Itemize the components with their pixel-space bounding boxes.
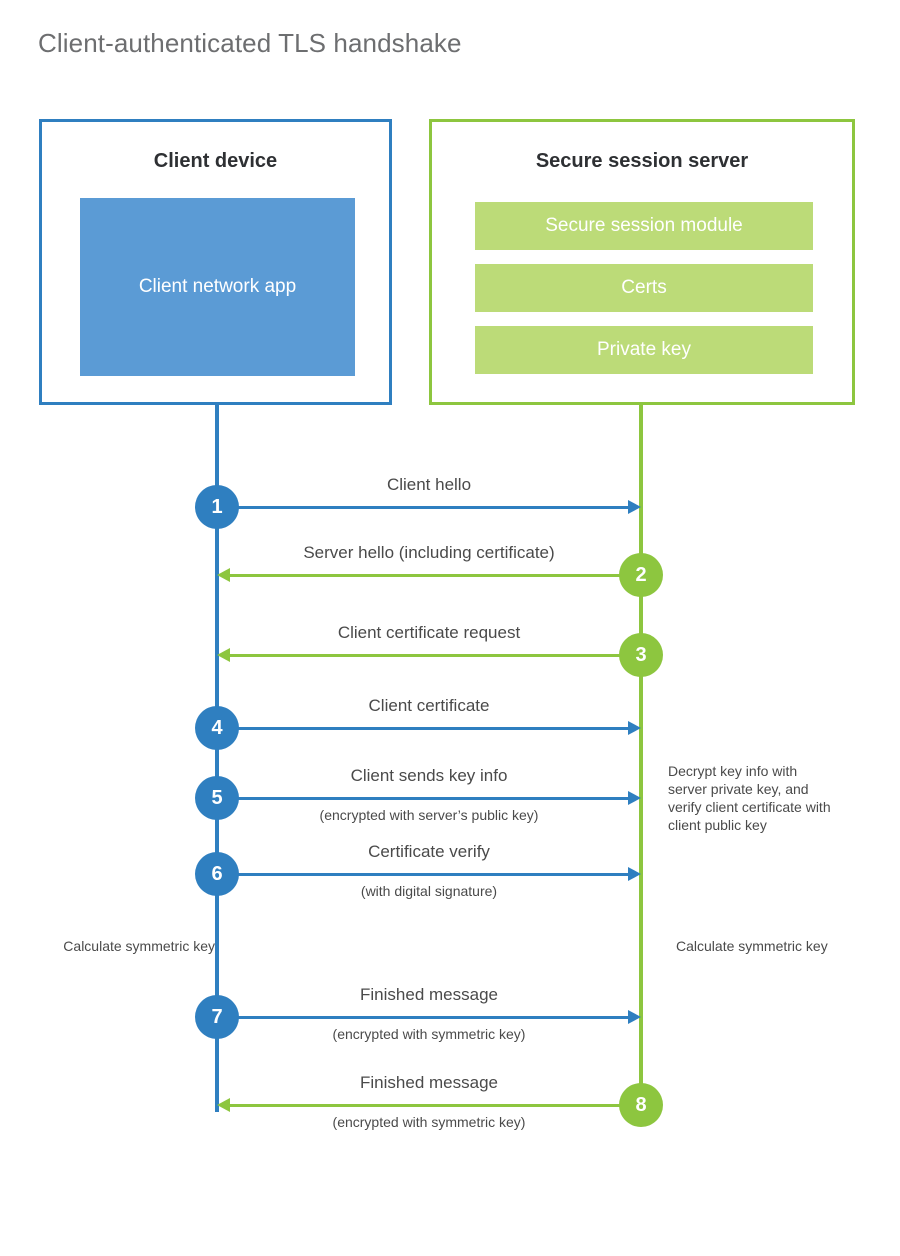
message-arrow-shaft-6 <box>217 873 628 876</box>
message-arrow-shaft-1 <box>217 506 628 509</box>
server-lifeline <box>639 404 643 1106</box>
message-label-1: Client hello <box>386 475 472 494</box>
message-sublabel-7: (encrypted with symmetric key) <box>332 1026 526 1042</box>
client-network-app-block: Client network app <box>80 198 355 376</box>
message-label-5: Client sends key info <box>350 766 508 785</box>
server-module-private-key: Private key <box>475 326 813 374</box>
message-label-6: Certificate verify <box>368 842 490 861</box>
secure-session-server-box: Secure session server Secure session mod… <box>429 119 855 405</box>
step-circle-1[interactable]: 1 <box>195 485 239 529</box>
message-arrow-head-2 <box>217 568 230 582</box>
message-arrow-head-6 <box>628 867 641 881</box>
message-arrow-shaft-8 <box>230 1104 641 1107</box>
message-label-8: Finished message <box>360 1073 498 1092</box>
message-label-4: Client certificate <box>368 696 490 715</box>
step-circle-5[interactable]: 5 <box>195 776 239 820</box>
message-arrow-head-5 <box>628 791 641 805</box>
message-arrow-head-7 <box>628 1010 641 1024</box>
server-module-secure-session-module: Secure session module <box>475 202 813 250</box>
annotation-client-calculate-symmetric-key: Calculate symmetric key <box>63 938 215 954</box>
message-arrow-head-1 <box>628 500 641 514</box>
message-label-2: Server hello (including certificate) <box>303 543 555 562</box>
step-circle-3[interactable]: 3 <box>619 633 663 677</box>
client-device-title: Client device <box>153 150 278 172</box>
message-sublabel-6: (with digital signature) <box>360 883 498 899</box>
message-arrow-shaft-2 <box>230 574 641 577</box>
message-label-3: Client certificate request <box>337 623 521 642</box>
message-sublabel-8: (encrypted with symmetric key) <box>332 1114 526 1130</box>
step-circle-8[interactable]: 8 <box>619 1083 663 1127</box>
step-circle-2[interactable]: 2 <box>619 553 663 597</box>
message-sublabel-5: (encrypted with server’s public key) <box>319 807 539 823</box>
secure-session-server-title: Secure session server <box>535 150 749 172</box>
step-circle-4[interactable]: 4 <box>195 706 239 750</box>
annotation-server-calculate-symmetric-key: Calculate symmetric key <box>676 938 828 954</box>
message-arrow-shaft-7 <box>217 1016 628 1019</box>
step-circle-6[interactable]: 6 <box>195 852 239 896</box>
message-arrow-head-4 <box>628 721 641 735</box>
annotation-server-verify: Decrypt key info with server private key… <box>668 763 831 833</box>
client-lifeline <box>215 404 219 1112</box>
client-device-box: Client device Client network app <box>39 119 392 405</box>
server-module-certs: Certs <box>475 264 813 312</box>
message-label-7: Finished message <box>360 985 498 1004</box>
message-arrow-head-8 <box>217 1098 230 1112</box>
message-arrow-shaft-5 <box>217 797 628 800</box>
message-arrow-shaft-4 <box>217 727 628 730</box>
message-arrow-shaft-3 <box>230 654 641 657</box>
message-arrow-head-3 <box>217 648 230 662</box>
page-title: Client-authenticated TLS handshake <box>38 28 462 58</box>
step-circle-7[interactable]: 7 <box>195 995 239 1039</box>
